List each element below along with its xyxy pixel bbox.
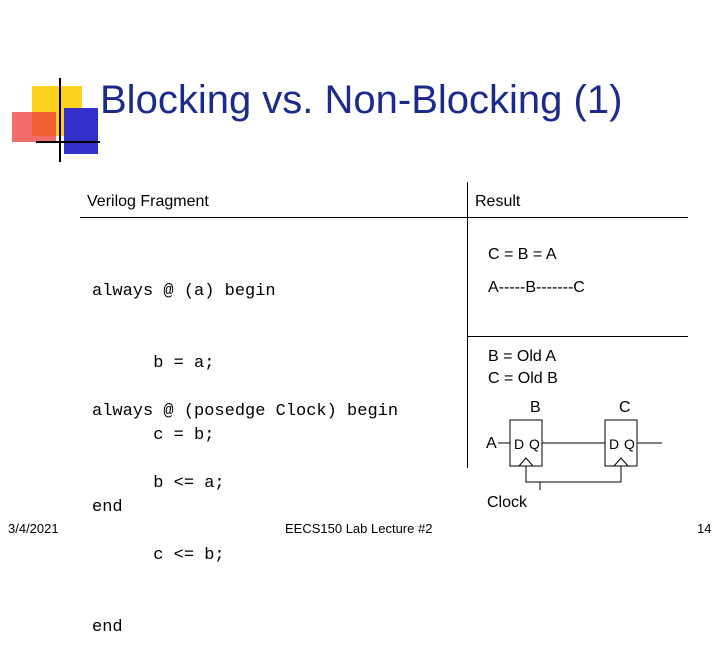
- slide-title: Blocking vs. Non-Blocking (1): [100, 78, 623, 122]
- footer-course: EECS150 Lab Lecture #2: [285, 521, 433, 536]
- ff1-q-label: Q: [529, 436, 540, 452]
- signal-c-label: C: [619, 399, 631, 416]
- clock-triangle-2: [613, 457, 629, 467]
- flipflop-schematic: D Q D Q A B C Clock: [486, 399, 662, 511]
- footer-page-number: 14: [697, 521, 712, 536]
- column-divider: [467, 182, 468, 468]
- deco-blue-square: [64, 108, 98, 154]
- header-result: Result: [475, 193, 521, 210]
- input-a-label: A: [486, 435, 497, 452]
- header-verilog-fragment: Verilog Fragment: [87, 193, 209, 210]
- code-line: always @ (a) begin: [92, 282, 276, 301]
- result-c-old-b: C = Old B: [488, 370, 558, 387]
- footer-date: 3/4/2021: [8, 521, 59, 536]
- code-line: c = b;: [92, 426, 215, 445]
- decoration-graphic: [12, 78, 100, 162]
- code-line: c <= b;: [92, 546, 225, 565]
- code-block-blocking: always @ (a) begin b = a; c = b; end: [92, 232, 276, 544]
- code-block-nonblocking: always @ (posedge Clock) begin b <= a; c…: [92, 352, 398, 664]
- clock-label: Clock: [487, 494, 528, 511]
- signal-b-label: B: [530, 399, 541, 416]
- ff1-d-label: D: [514, 436, 524, 452]
- code-line: b = a;: [92, 354, 215, 373]
- clock-triangle-1: [518, 457, 534, 467]
- clock-wire: [525, 466, 622, 483]
- flipflop-diagram: D Q D Q A B C Clock: [480, 390, 700, 515]
- code-line: b <= a;: [92, 474, 225, 493]
- title-decoration: [0, 0, 100, 170]
- ff2-q-label: Q: [624, 436, 635, 452]
- ff2-d-label: D: [609, 436, 619, 452]
- code-line: end: [92, 618, 123, 637]
- code-line: end: [92, 498, 123, 517]
- row-divider: [467, 336, 688, 337]
- result-b-old-a: B = Old A: [488, 348, 557, 365]
- header-divider: [80, 217, 688, 218]
- code-line: always @ (posedge Clock) begin: [92, 402, 399, 421]
- result-equality: C = B = A: [488, 246, 557, 263]
- deco-red-square: [12, 112, 56, 142]
- result-wire-chain: A-----B-------C: [488, 279, 585, 296]
